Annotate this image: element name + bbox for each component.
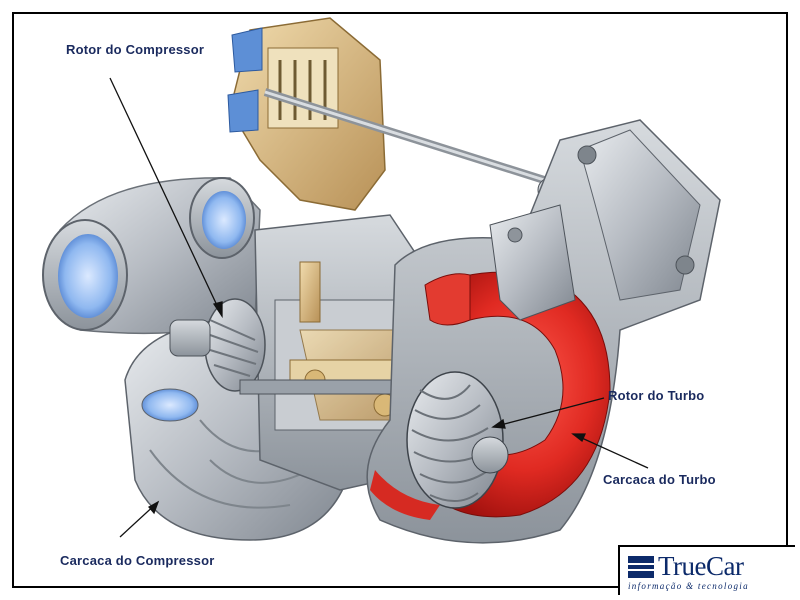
turbine-wheel xyxy=(406,371,509,509)
label-carcaca-compressor: Carcaca do Compressor xyxy=(60,553,215,568)
label-carcaca-turbo: Carcaca do Turbo xyxy=(603,472,716,487)
leader-rotor-compressor xyxy=(109,77,223,317)
logo-name: TrueCar xyxy=(658,551,744,581)
label-rotor-turbo: Rotor do Turbo xyxy=(608,388,705,403)
leader-rotor-turbo xyxy=(492,397,605,428)
center-housing xyxy=(254,214,431,491)
leader-carcaca-turbo xyxy=(572,433,649,469)
label-rotor-compressor: Rotor do Compressor xyxy=(66,42,205,57)
wastegate-actuator xyxy=(227,17,563,211)
truecar-logo-mark-icon xyxy=(628,556,654,578)
leader-lines xyxy=(109,77,649,538)
compressor-wheel xyxy=(169,298,266,392)
logo-tagline: informação & tecnologia xyxy=(628,581,749,591)
image-border xyxy=(12,12,788,588)
compressor-intake xyxy=(42,177,261,335)
truecar-logo: TrueCar informação & tecnologia xyxy=(618,545,795,595)
